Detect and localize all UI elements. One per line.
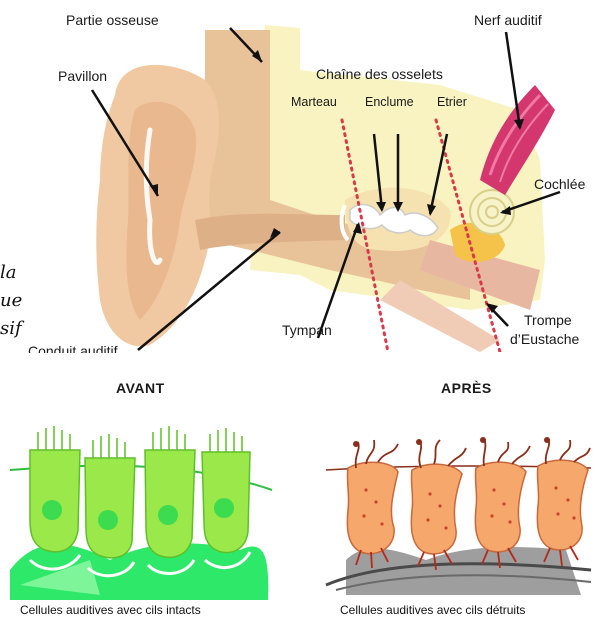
side-text-3: sif (0, 318, 22, 339)
label-chaine-osselets: Chaîne des osselets (316, 66, 443, 82)
label-cochlee: Cochlée (534, 176, 585, 192)
after-title: APRÈS (441, 380, 492, 396)
ear-anatomy-illustration (0, 0, 596, 370)
side-text-1: la (0, 262, 17, 283)
hair-cells-after-illustration (306, 410, 596, 600)
label-tympan: Tympan (282, 322, 332, 338)
label-etrier: Etrier (437, 95, 467, 109)
before-title: AVANT (116, 380, 165, 396)
label-enclume: Enclume (365, 95, 414, 109)
label-nerf-auditif: Nerf auditif (474, 12, 542, 28)
hair-cells-before-illustration (0, 410, 290, 600)
after-caption: Cellules auditives avec cils détruits (340, 603, 525, 617)
label-trompe: Trompe (524, 312, 572, 328)
label-partie-osseuse: Partie osseuse (66, 12, 159, 28)
label-trompe-eustache: d’Eustache (510, 331, 579, 347)
label-pavillon: Pavillon (58, 68, 107, 84)
label-marteau: Marteau (291, 95, 337, 109)
side-text-2: ue (0, 290, 22, 311)
before-caption: Cellules auditives avec cils intacts (20, 603, 201, 617)
